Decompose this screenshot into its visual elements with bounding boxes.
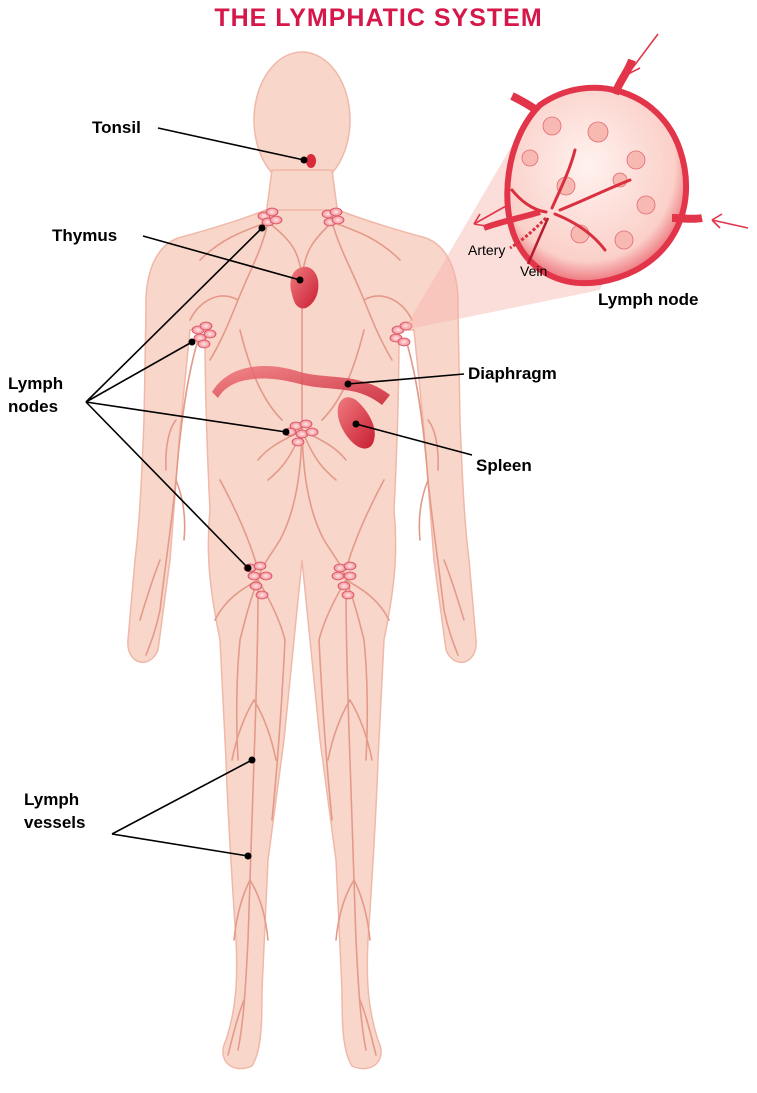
- lymph-nodes-label-line2: nodes: [8, 395, 63, 418]
- thymus-label: Thymus: [52, 224, 117, 247]
- tonsil-label: Tonsil: [92, 116, 141, 139]
- lymph-nodes-label-line1: Lymph: [8, 372, 63, 395]
- lymph-node-label: Lymph node: [598, 288, 698, 311]
- vein-label: Vein: [520, 263, 547, 279]
- spleen-label: Spleen: [476, 454, 532, 477]
- diaphragm-label: Diaphragm: [468, 362, 557, 385]
- lymph-vessels-label-line2: vessels: [24, 811, 85, 834]
- body-silhouette: [128, 52, 476, 1069]
- artery-label: Artery: [468, 242, 505, 258]
- lymph-vessels-label: Lymph vessels: [24, 788, 85, 834]
- lymph-vessels-leader-2: [112, 834, 248, 856]
- lymph-vessels-label-line1: Lymph: [24, 788, 85, 811]
- lymph-nodes-label: Lymph nodes: [8, 372, 63, 418]
- tonsil: [306, 154, 316, 168]
